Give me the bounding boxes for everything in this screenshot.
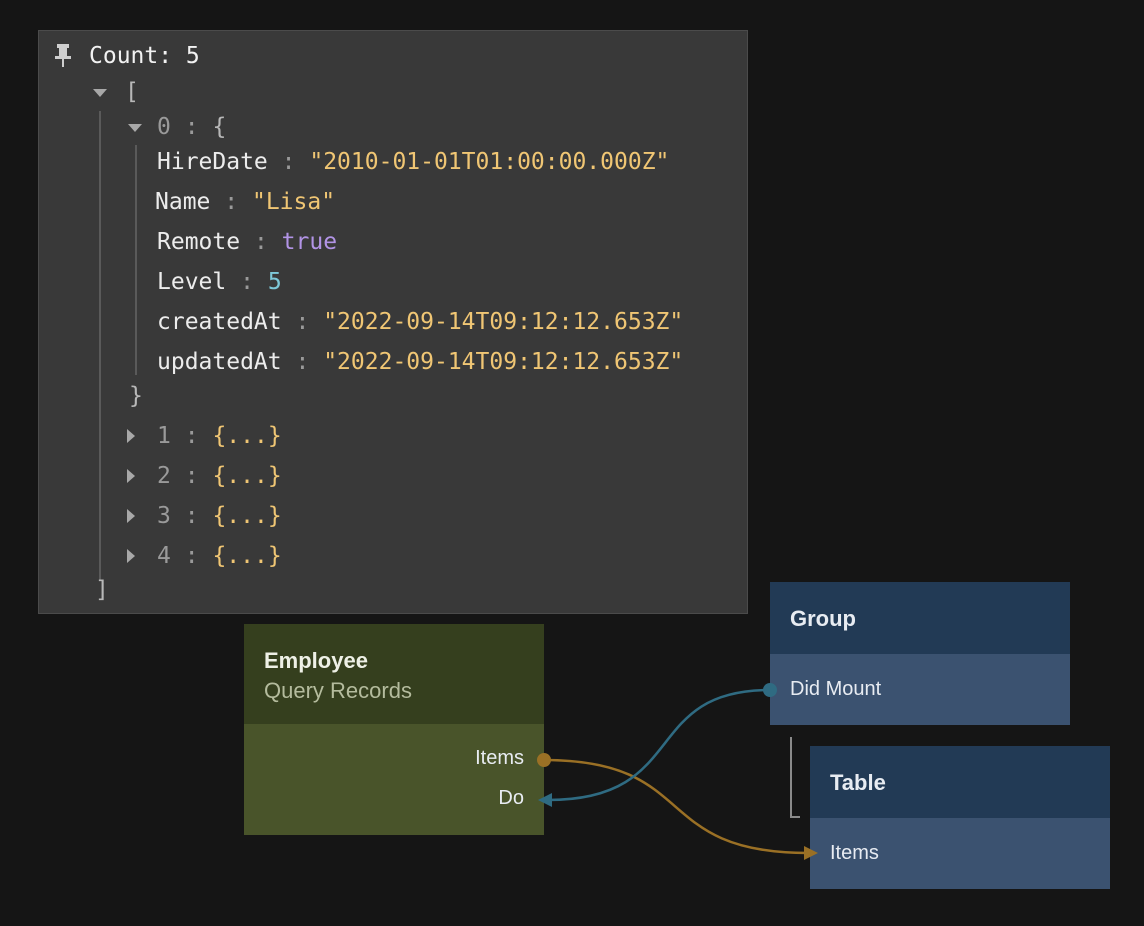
table-items-input-label: Items bbox=[830, 842, 879, 864]
array-close-bracket: ] bbox=[95, 577, 109, 603]
expand-item-2-icon[interactable] bbox=[127, 469, 135, 483]
field-row: createdAt : "2022-09-14T09:12:12.653Z" bbox=[157, 309, 684, 335]
employee-do-input-label: Do bbox=[498, 787, 524, 809]
field-row: Name : "Lisa" bbox=[155, 189, 336, 215]
group-node[interactable]: Group Did Mount bbox=[770, 582, 1070, 725]
collapsed-item-3[interactable]: 3 : {...} bbox=[157, 503, 282, 529]
child-hierarchy-line bbox=[790, 737, 800, 818]
field-row: updatedAt : "2022-09-14T09:12:12.653Z" bbox=[157, 349, 684, 375]
collapsed-item-4[interactable]: 4 : {...} bbox=[157, 543, 282, 569]
collapsed-item-1[interactable]: 1 : {...} bbox=[157, 423, 282, 449]
employee-node-subtitle: Query Records bbox=[264, 678, 412, 703]
expand-item-4-icon[interactable] bbox=[127, 549, 135, 563]
group-node-title: Group bbox=[790, 606, 856, 631]
object-close-brace: } bbox=[129, 383, 143, 409]
employee-query-records-node[interactable]: Employee Query Records Items Do bbox=[244, 624, 544, 835]
expand-item-3-icon[interactable] bbox=[127, 509, 135, 523]
table-node-title: Table bbox=[830, 770, 886, 795]
object-indent-guide bbox=[135, 145, 137, 375]
array-open-bracket: [ bbox=[125, 79, 139, 105]
table-node[interactable]: Table Items bbox=[810, 746, 1110, 889]
pin-icon[interactable] bbox=[53, 43, 73, 67]
json-inspector-panel: Count: 5 [ 0 : { HireDate : "2010-01-01T… bbox=[38, 30, 748, 614]
collapse-item-0-icon[interactable] bbox=[128, 124, 142, 132]
group-did-mount-output-label: Did Mount bbox=[790, 678, 882, 700]
field-row: HireDate : "2010-01-01T01:00:00.000Z" bbox=[157, 149, 670, 175]
field-row: Level : 5 bbox=[157, 269, 282, 295]
did-mount-signal-wire[interactable] bbox=[547, 688, 771, 802]
expand-item-1-icon[interactable] bbox=[127, 429, 135, 443]
collapse-array-icon[interactable] bbox=[93, 89, 107, 97]
employee-node-body: Items Do bbox=[244, 724, 544, 835]
employee-node-header[interactable]: Employee Query Records bbox=[244, 624, 544, 724]
table-node-header[interactable]: Table bbox=[810, 746, 1110, 818]
table-node-body: Items bbox=[810, 818, 1110, 889]
array-indent-guide bbox=[99, 111, 101, 581]
employee-items-output-label: Items bbox=[475, 747, 524, 769]
field-row: Remote : true bbox=[157, 229, 338, 255]
group-node-header[interactable]: Group bbox=[770, 582, 1070, 654]
items-data-wire[interactable] bbox=[543, 758, 809, 855]
group-node-body: Did Mount bbox=[770, 654, 1070, 725]
collapsed-item-2[interactable]: 2 : {...} bbox=[157, 463, 282, 489]
item-0-header[interactable]: 0 : { bbox=[157, 114, 227, 140]
record-count-label: Count: 5 bbox=[89, 43, 200, 69]
employee-node-title: Employee bbox=[264, 648, 368, 673]
